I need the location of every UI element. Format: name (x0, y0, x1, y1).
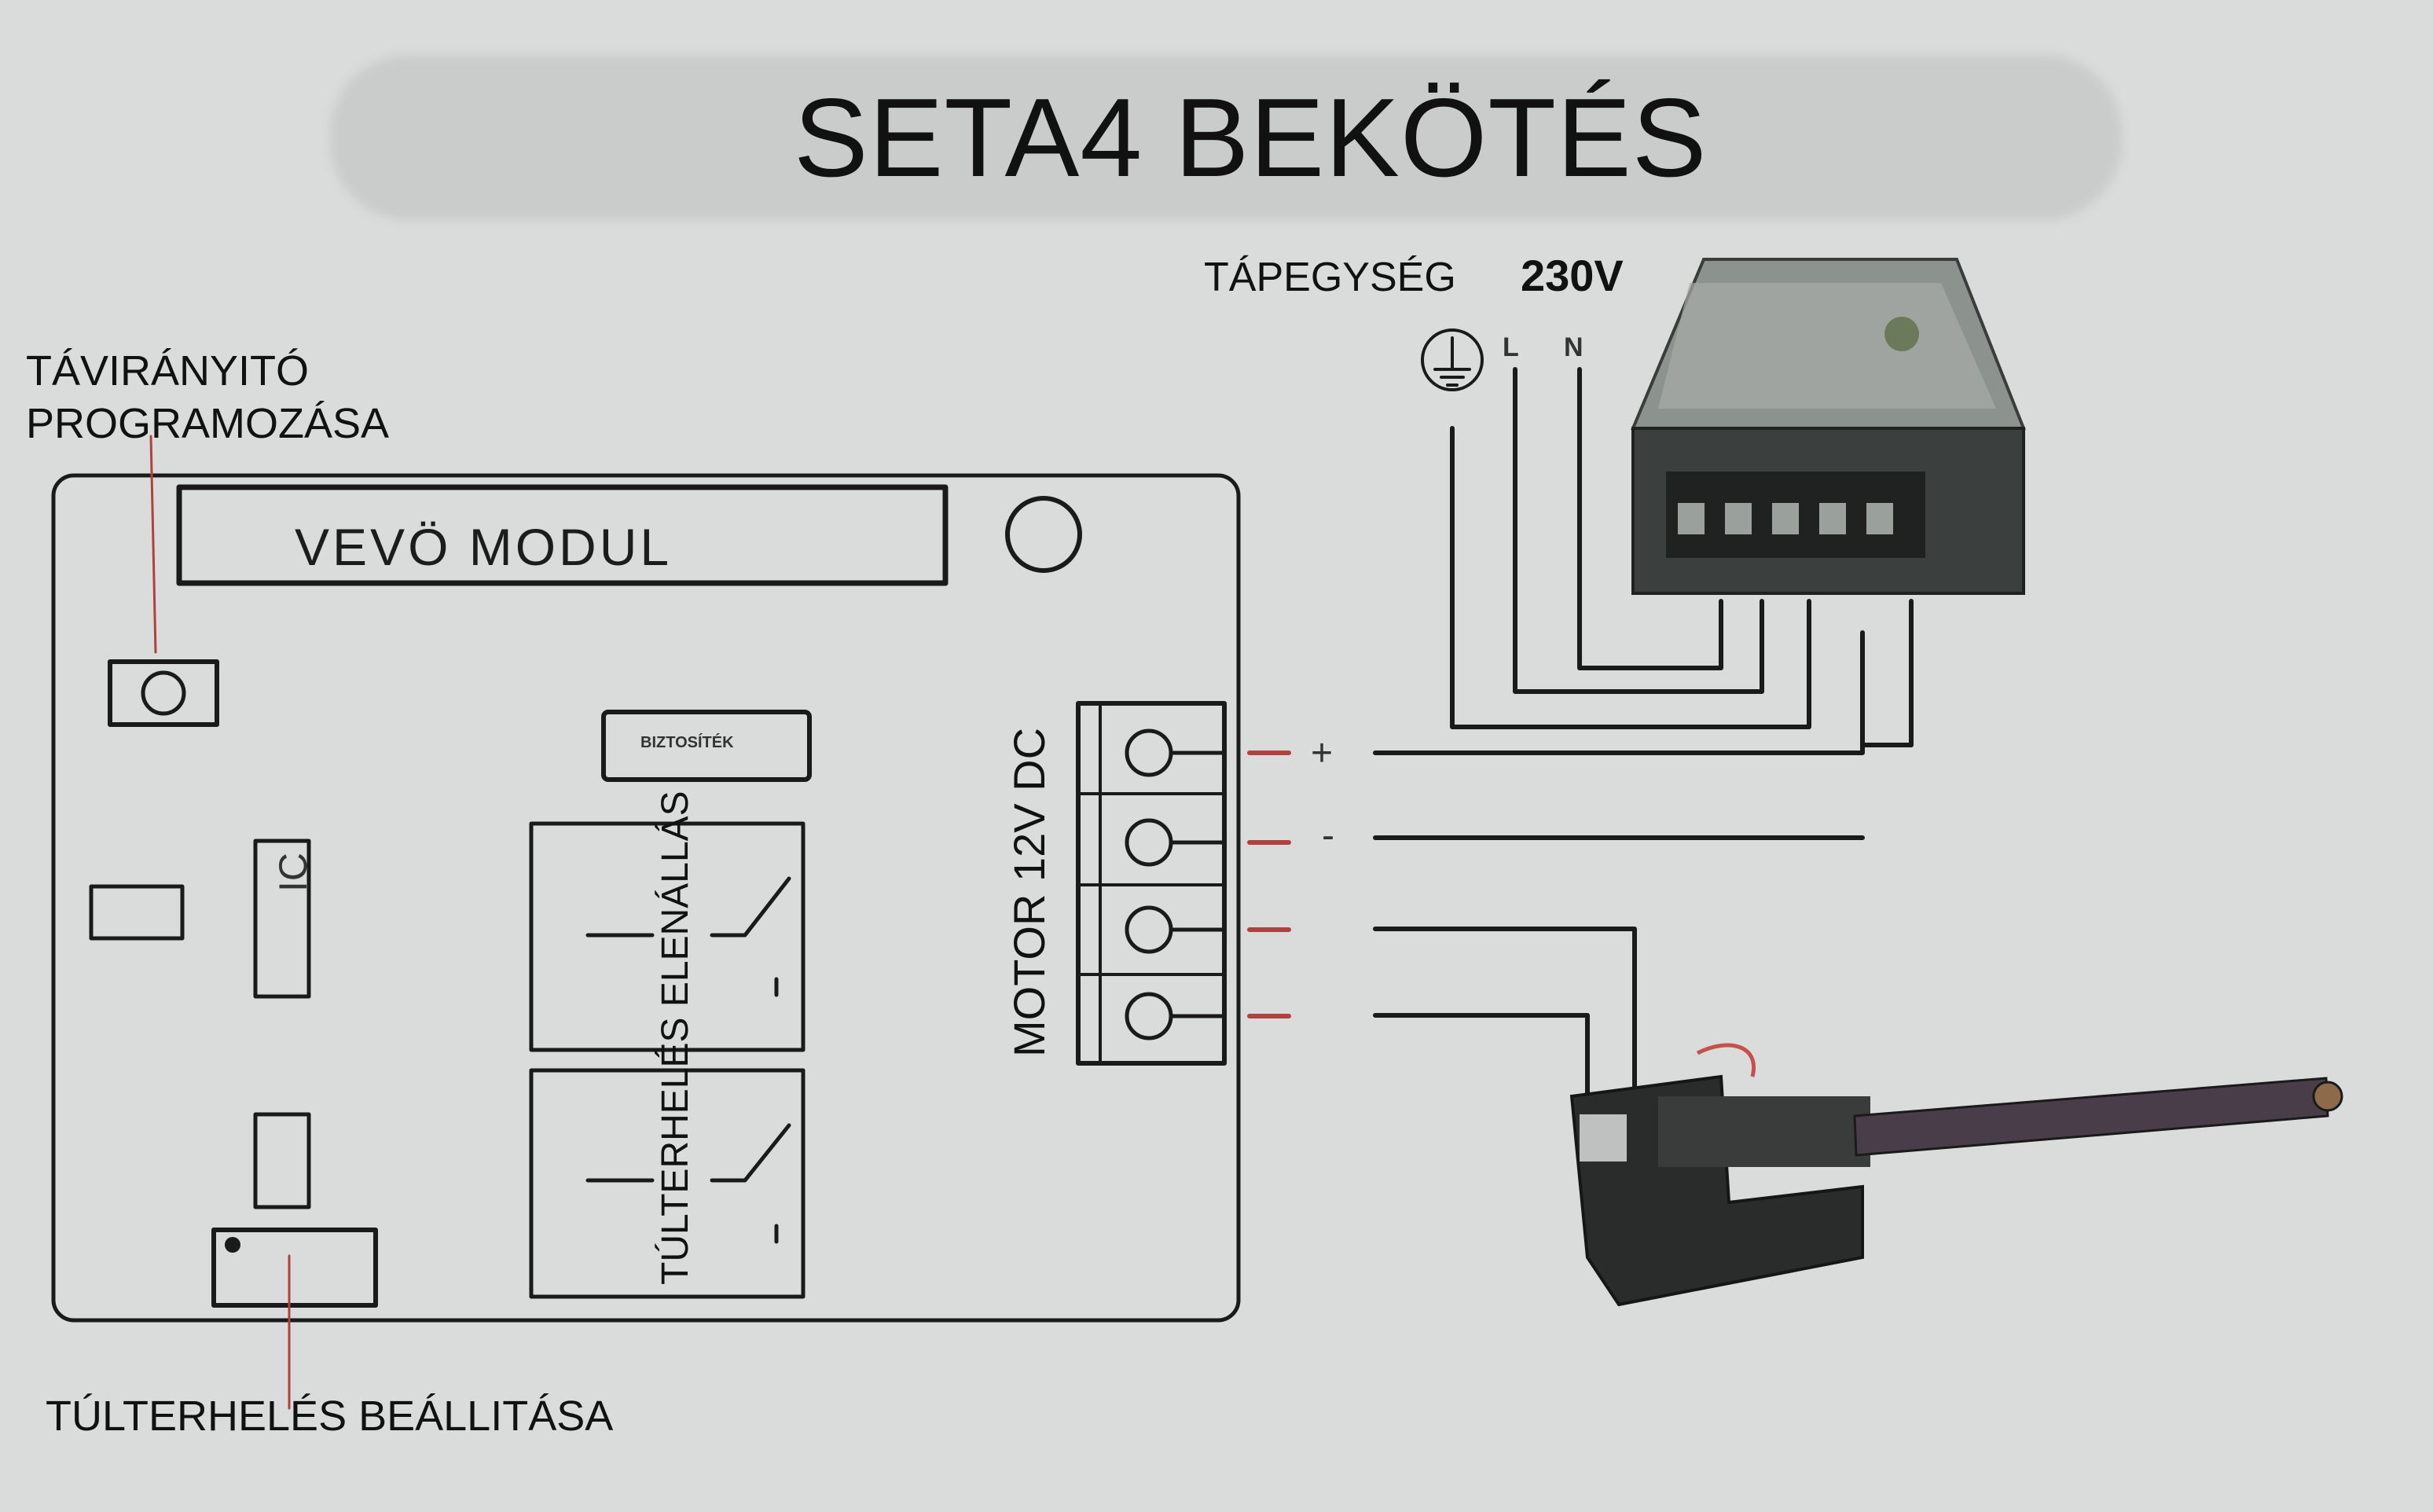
program-button (108, 659, 219, 727)
remote-programming-label-line2: PROGRAMOZÁSA (26, 400, 390, 447)
module-name: VEVÖ MODUL (295, 518, 673, 576)
wire-n-label: N (1564, 332, 1583, 362)
wire-plus (1373, 630, 1865, 755)
wire-l-label: L (1503, 332, 1519, 362)
terminal-minus-label: - (1322, 815, 1334, 857)
terminal-wire-stubs (1247, 750, 1291, 1018)
terminal-plus-label: + (1311, 732, 1334, 774)
relay-lower (529, 1068, 805, 1299)
terminal-screw-4 (1125, 992, 1173, 1040)
small-component (89, 884, 185, 941)
remote-programming-label-line1: TÁVIRÁNYITÓ (26, 347, 310, 395)
fuse (601, 710, 812, 782)
terminal-screw-3 (1125, 905, 1173, 954)
terminal-screw-2 (1125, 818, 1173, 867)
motor-terminal-label: MOTOR 12V DC (1004, 727, 1054, 1057)
overload-setting-label: TÚLTERHELÉS BEÁLLITÁSA (46, 1393, 614, 1440)
wire-motor-a (1373, 927, 1637, 1099)
wire-ground (1450, 426, 1811, 729)
wire-motor-b (1373, 1013, 1590, 1099)
title-highlight (330, 55, 2122, 220)
ic-label: IC (271, 853, 315, 892)
power-supply-unit (1630, 258, 2026, 595)
ic-chip (253, 839, 311, 999)
capacitor (253, 1112, 311, 1209)
power-supply-voltage: 230V (1521, 251, 1624, 300)
diagram-title: SETA4 BEKÖTÉS (794, 75, 1708, 200)
wire-n (1577, 367, 1723, 670)
relay-label: TÚLTERHELÉS ELENÁLLÁS (655, 791, 696, 1285)
power-supply-label: TÁPEGYSÉG (1204, 255, 1456, 300)
relay-lower-contact (585, 1123, 791, 1244)
relay-upper-contact (585, 876, 791, 997)
module-name-box (176, 484, 949, 586)
fuse-label: BIZTOSÍTÉK (640, 734, 734, 751)
program-button-knob (141, 670, 186, 716)
overload-trimmer-dot (225, 1237, 240, 1253)
ground-symbol-icon (1421, 328, 1484, 391)
wire-l (1513, 367, 1764, 694)
terminal-screw-1 (1125, 728, 1173, 777)
relay-upper (529, 821, 805, 1052)
program-button-pointer (149, 435, 157, 654)
overload-trimmer (211, 1228, 378, 1308)
module-board (51, 473, 1241, 1323)
linear-actuator-motor (1569, 1043, 2343, 1307)
module-mount-hole (1005, 496, 1082, 573)
